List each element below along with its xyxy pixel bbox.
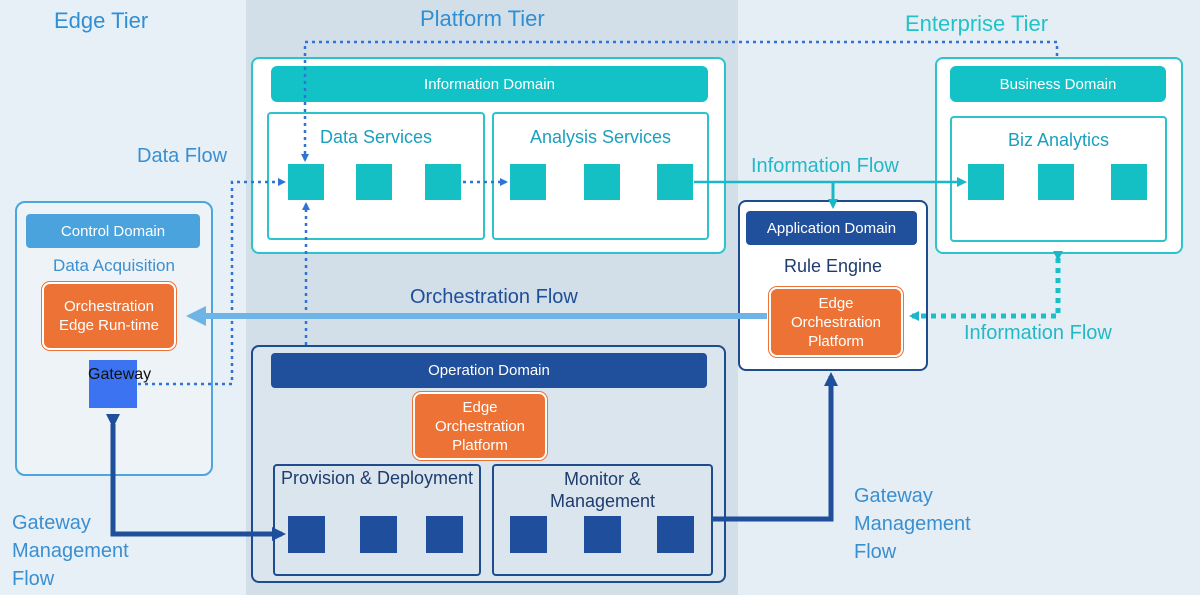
control-domain-title: Control Domain (26, 214, 200, 248)
gmf-left-line-3: Flow (12, 568, 55, 590)
op-platform-line-1: Edge (462, 398, 498, 416)
gmf-right-line-1: Gateway (854, 485, 933, 507)
platform-tier-title: Platform Tier (420, 6, 545, 31)
gmf-left-line-1: Gateway (12, 512, 91, 534)
edge-tier-title: Edge Tier (54, 8, 149, 33)
analysis-service-node (584, 164, 620, 200)
provision-node (288, 516, 325, 553)
op-platform-line-3: Platform (452, 436, 508, 454)
orchestration-flow-label: Orchestration Flow (410, 286, 578, 308)
data-flow-label: Data Flow (137, 145, 228, 167)
provision-node (426, 516, 463, 553)
monitor-management-title: Monitor & Management (492, 468, 713, 512)
gmf-right-line-3: Flow (854, 541, 897, 563)
analysis-service-node (510, 164, 546, 200)
enterprise-tier-title: Enterprise Tier (905, 11, 1049, 36)
gmf-left-line-2: Management (12, 540, 129, 562)
data-service-node (288, 164, 324, 200)
monitor-node (584, 516, 621, 553)
data-service-node (425, 164, 461, 200)
information-flow-label-bottom: Information Flow (964, 322, 1112, 344)
data-services-title: Data Services (319, 127, 433, 147)
application-edge-orchestration-platform: Edge Orchestration Platform (769, 287, 903, 357)
biz-analytics-node (1038, 164, 1074, 200)
runtime-line-1: Orchestration (63, 298, 155, 315)
application-domain-title: Application Domain (746, 211, 917, 245)
rule-engine-title: Rule Engine (783, 256, 883, 276)
operation-domain-title: Operation Domain (271, 353, 707, 388)
app-platform-line-2: Orchestration (790, 313, 882, 331)
app-platform-line-1: Edge (818, 294, 854, 312)
analysis-services-title: Analysis Services (529, 127, 672, 147)
gateway-management-flow-label-left: Gateway Management Flow (12, 509, 129, 593)
business-domain-title: Business Domain (950, 66, 1166, 102)
biz-analytics-node (968, 164, 1004, 200)
data-acquisition-title: Data Acquisition (53, 256, 175, 275)
runtime-line-2: Edge Run-time (58, 317, 160, 334)
monitor-node (657, 516, 694, 553)
gateway-label: Gateway (88, 366, 152, 383)
gmf-right-line-2: Management (854, 513, 971, 535)
biz-analytics-node (1111, 164, 1147, 200)
op-platform-line-2: Orchestration (434, 417, 526, 435)
monitor-line-2: Management (549, 491, 656, 511)
gateway-management-flow-label-right: Gateway Management Flow (854, 482, 971, 566)
gateway-node (89, 360, 137, 408)
data-service-node (356, 164, 392, 200)
information-domain-title: Information Domain (271, 66, 708, 102)
app-platform-line-3: Platform (808, 332, 864, 350)
orchestration-edge-runtime: Orchestration Edge Run-time (42, 282, 176, 350)
operation-edge-orchestration-platform: Edge Orchestration Platform (413, 392, 547, 460)
analysis-service-node (657, 164, 693, 200)
biz-analytics-title: Biz Analytics (1007, 130, 1110, 150)
information-flow-label-top: Information Flow (751, 155, 899, 177)
monitor-node (510, 516, 547, 553)
provision-deployment-title: Provision & Deployment (280, 468, 474, 488)
provision-node (360, 516, 397, 553)
monitor-line-1: Monitor & (563, 469, 642, 489)
